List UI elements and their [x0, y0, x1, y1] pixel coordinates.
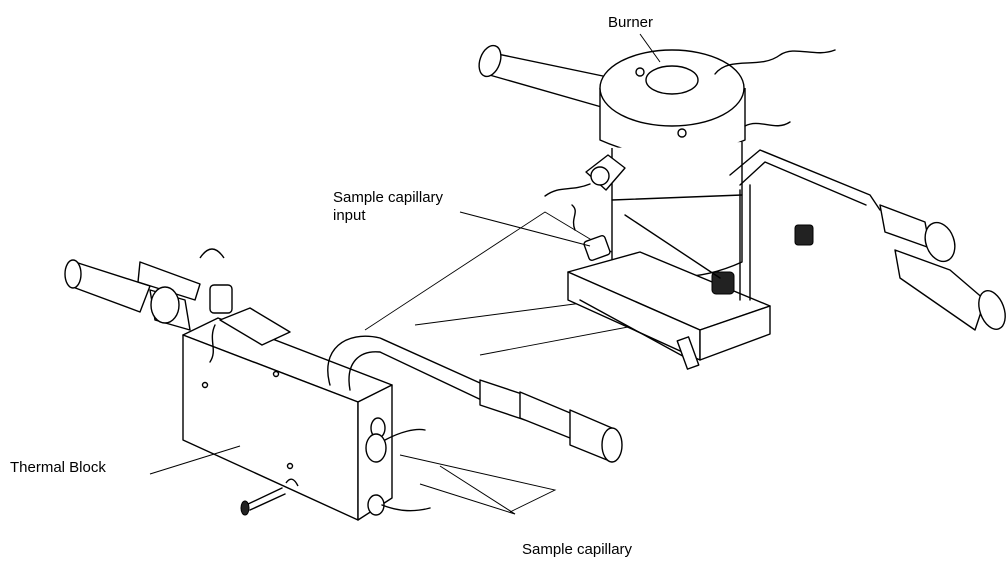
label-sample-capillary: Sample capillary: [522, 541, 633, 558]
leader-lines: [149, 33, 661, 515]
label-sample-capillary-input-line1: Sample capillary: [333, 189, 444, 206]
sample-capillary-input-fitting: [571, 204, 611, 262]
burner-base: [567, 251, 771, 370]
burner: [544, 49, 836, 278]
thermal-block: [182, 307, 431, 521]
burner-gas-lines: [624, 149, 1006, 331]
label-burner: Burner: [608, 14, 654, 31]
burner-exhaust-tube: [478, 44, 623, 111]
label-thermal-block: Thermal Block: [10, 459, 106, 476]
screw: [240, 487, 286, 516]
thermal-block-inlets: [64, 248, 233, 331]
label-sample-capillary-input-line2: input: [333, 207, 366, 224]
sample-capillary-tube: [327, 335, 623, 463]
